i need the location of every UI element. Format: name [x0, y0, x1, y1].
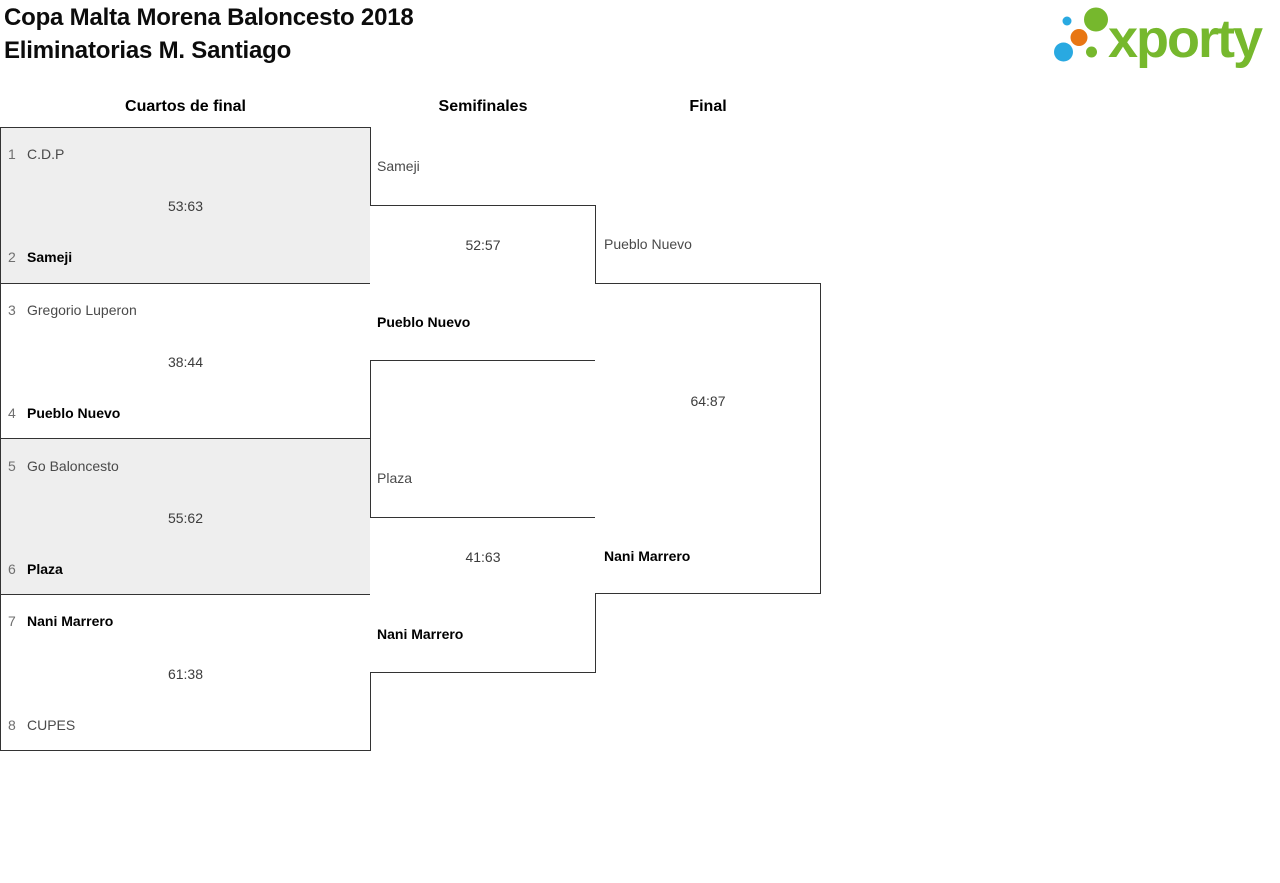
seed-label: 4 [8, 405, 16, 421]
match-score: 61:38 [167, 666, 204, 682]
match-box-final [595, 283, 821, 594]
seed-label: 5 [8, 458, 16, 474]
page-title-line2: Eliminatorias M. Santiago [4, 37, 292, 64]
xporty-logo: xporty [1054, 7, 1265, 69]
team-row: 7 Nani Marrero [0, 612, 371, 630]
match-score: 53:63 [167, 198, 204, 214]
match-box-sf-2 [370, 517, 596, 673]
seed-label: 3 [8, 302, 16, 318]
team-name: Nani Marrero [27, 613, 114, 629]
team-name: Pueblo Nuevo [27, 405, 121, 421]
team-row: 3 Gregorio Luperon [0, 301, 371, 319]
logo-text: xporty [1108, 9, 1263, 69]
team-name: Go Baloncesto [27, 458, 119, 474]
team-name: Sameji [377, 158, 420, 174]
team-row: 5 Go Baloncesto [0, 457, 371, 475]
match-score: 41:63 [465, 549, 501, 565]
match-score: 52:57 [465, 237, 501, 253]
round-header-final: Final [689, 98, 727, 115]
seed-label: 6 [8, 561, 16, 577]
team-name: Plaza [27, 561, 63, 577]
team-row: 1 C.D.P [0, 145, 371, 163]
match-score: 64:87 [690, 393, 726, 409]
team-row: 4 Pueblo Nuevo [0, 404, 371, 422]
match-box-qf-4 [0, 594, 371, 751]
team-name: Sameji [27, 249, 73, 265]
seed-label: 2 [8, 249, 16, 265]
seed-label: 1 [8, 146, 16, 162]
team-name: Gregorio Luperon [27, 302, 137, 318]
match-box-qf-1 [0, 127, 371, 284]
logo-dot-small-blue [1062, 16, 1072, 26]
logo-dot-big-blue [1054, 42, 1073, 62]
team-name: Nani Marrero [377, 626, 464, 642]
match-box-qf-2 [0, 283, 371, 439]
team-name: Pueblo Nuevo [377, 314, 471, 330]
team-row: 8 CUPES [0, 716, 371, 734]
team-name: CUPES [27, 717, 76, 733]
team-row: 6 Plaza [0, 560, 371, 578]
logo-dot-big-green [1084, 7, 1108, 32]
logo-dot-orange [1070, 29, 1088, 46]
team-name: Pueblo Nuevo [604, 236, 692, 252]
team-row: 2 Sameji [0, 248, 371, 266]
team-name: Nani Marrero [604, 548, 691, 564]
match-box-sf-1 [370, 205, 596, 361]
team-name: Plaza [377, 470, 413, 486]
page-title-line1: Copa Malta Morena Baloncesto 2018 [4, 4, 414, 31]
page-title: Copa Malta Morena Baloncesto 2018 Elimin… [4, 1, 414, 67]
team-name: C.D.P [27, 146, 65, 162]
seed-label: 8 [8, 717, 16, 733]
match-score: 38:44 [167, 354, 204, 370]
round-header-quarterfinals: Cuartos de final [125, 98, 246, 115]
seed-label: 7 [8, 613, 16, 629]
round-header-semifinals: Semifinales [438, 98, 528, 115]
logo-dot-small-green [1086, 46, 1097, 58]
match-score: 55:62 [167, 510, 204, 526]
